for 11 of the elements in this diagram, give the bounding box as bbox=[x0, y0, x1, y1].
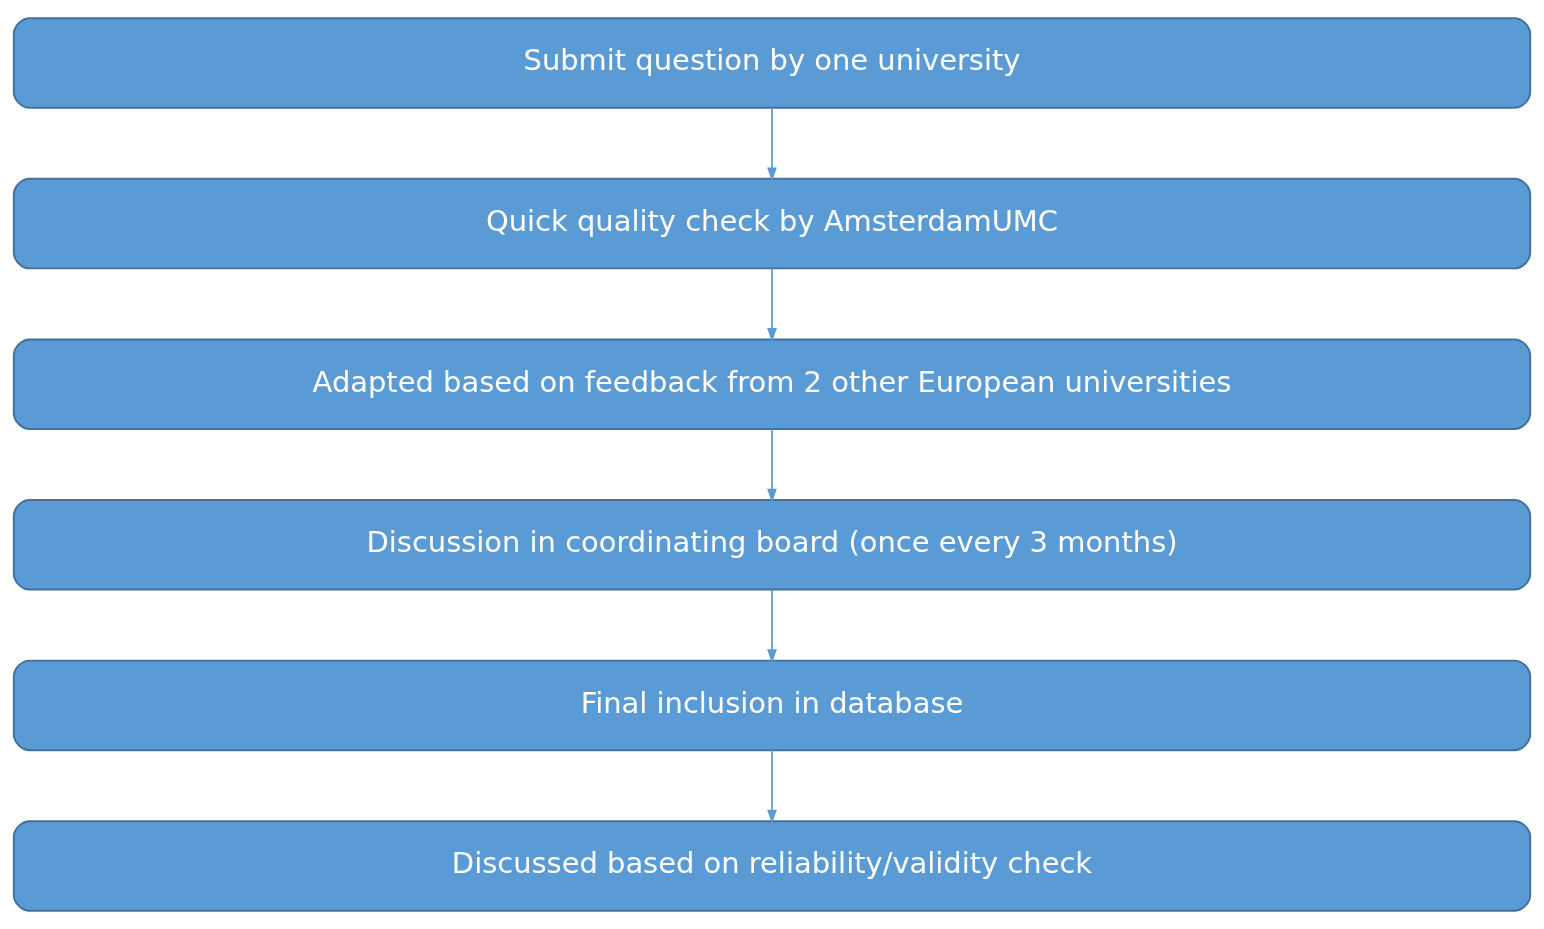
arrow bbox=[767, 107, 777, 182]
node-box: Adapted based on feedback from 2 other European universities bbox=[12, 338, 1532, 430]
node-box: Quick quality check by AmsterdamUMC bbox=[12, 177, 1532, 270]
node-box: Discussion in coordinating board (once every 3 months) bbox=[12, 499, 1532, 591]
arrow bbox=[767, 428, 777, 503]
node-box: Discussed based on reliability/validity check bbox=[12, 820, 1532, 912]
arrow bbox=[767, 588, 777, 664]
node-box: Submit question by one university bbox=[12, 17, 1532, 109]
arrow bbox=[767, 749, 777, 824]
arrow bbox=[767, 267, 777, 343]
node-box: Final inclusion in database bbox=[12, 659, 1532, 752]
